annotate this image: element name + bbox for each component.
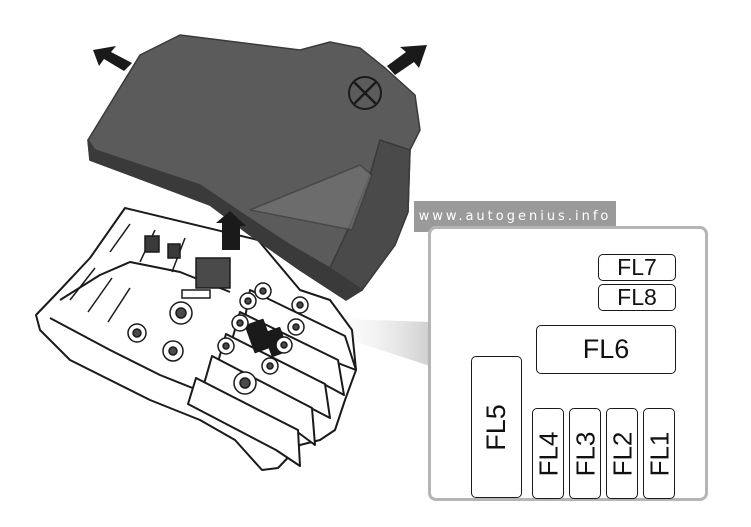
relay-parts: [144, 235, 231, 299]
fuse-fl4: FL4: [532, 408, 564, 499]
fuse-fl6: FL6: [536, 325, 676, 374]
fuse-fl4-label: FL4: [533, 431, 563, 476]
fuse-fl5: FL5: [471, 356, 522, 498]
fuse-fl3-label: FL3: [570, 431, 600, 476]
fuse-fl7-label: FL7: [617, 254, 657, 280]
latch-arrow-right-icon: [387, 45, 427, 75]
fuse-layout-panel: FL7 FL8 FL6 FL5 FL4 FL3 FL2 FL1: [428, 226, 708, 501]
fuse-fl3: FL3: [569, 408, 601, 499]
fuse-box-cover: [87, 34, 421, 301]
fuse-strips: [187, 289, 357, 467]
latch-arrow-left-icon: [93, 46, 132, 71]
fuse-fl6-label: FL6: [582, 334, 630, 364]
fuse-fl1: FL1: [643, 408, 675, 499]
lift-arrow-up-icon: [216, 211, 246, 250]
fuse-fl1-label: FL1: [644, 431, 674, 476]
terminal-nuts: [127, 282, 309, 395]
fuse-fl8-label: FL8: [617, 284, 657, 310]
fuse-fl7: FL7: [598, 254, 676, 281]
fuse-fl2-label: FL2: [607, 431, 637, 476]
fuse-fl2: FL2: [606, 408, 638, 499]
fuse-fl5-label: FL5: [481, 403, 511, 451]
fuse-fl8: FL8: [598, 284, 676, 311]
